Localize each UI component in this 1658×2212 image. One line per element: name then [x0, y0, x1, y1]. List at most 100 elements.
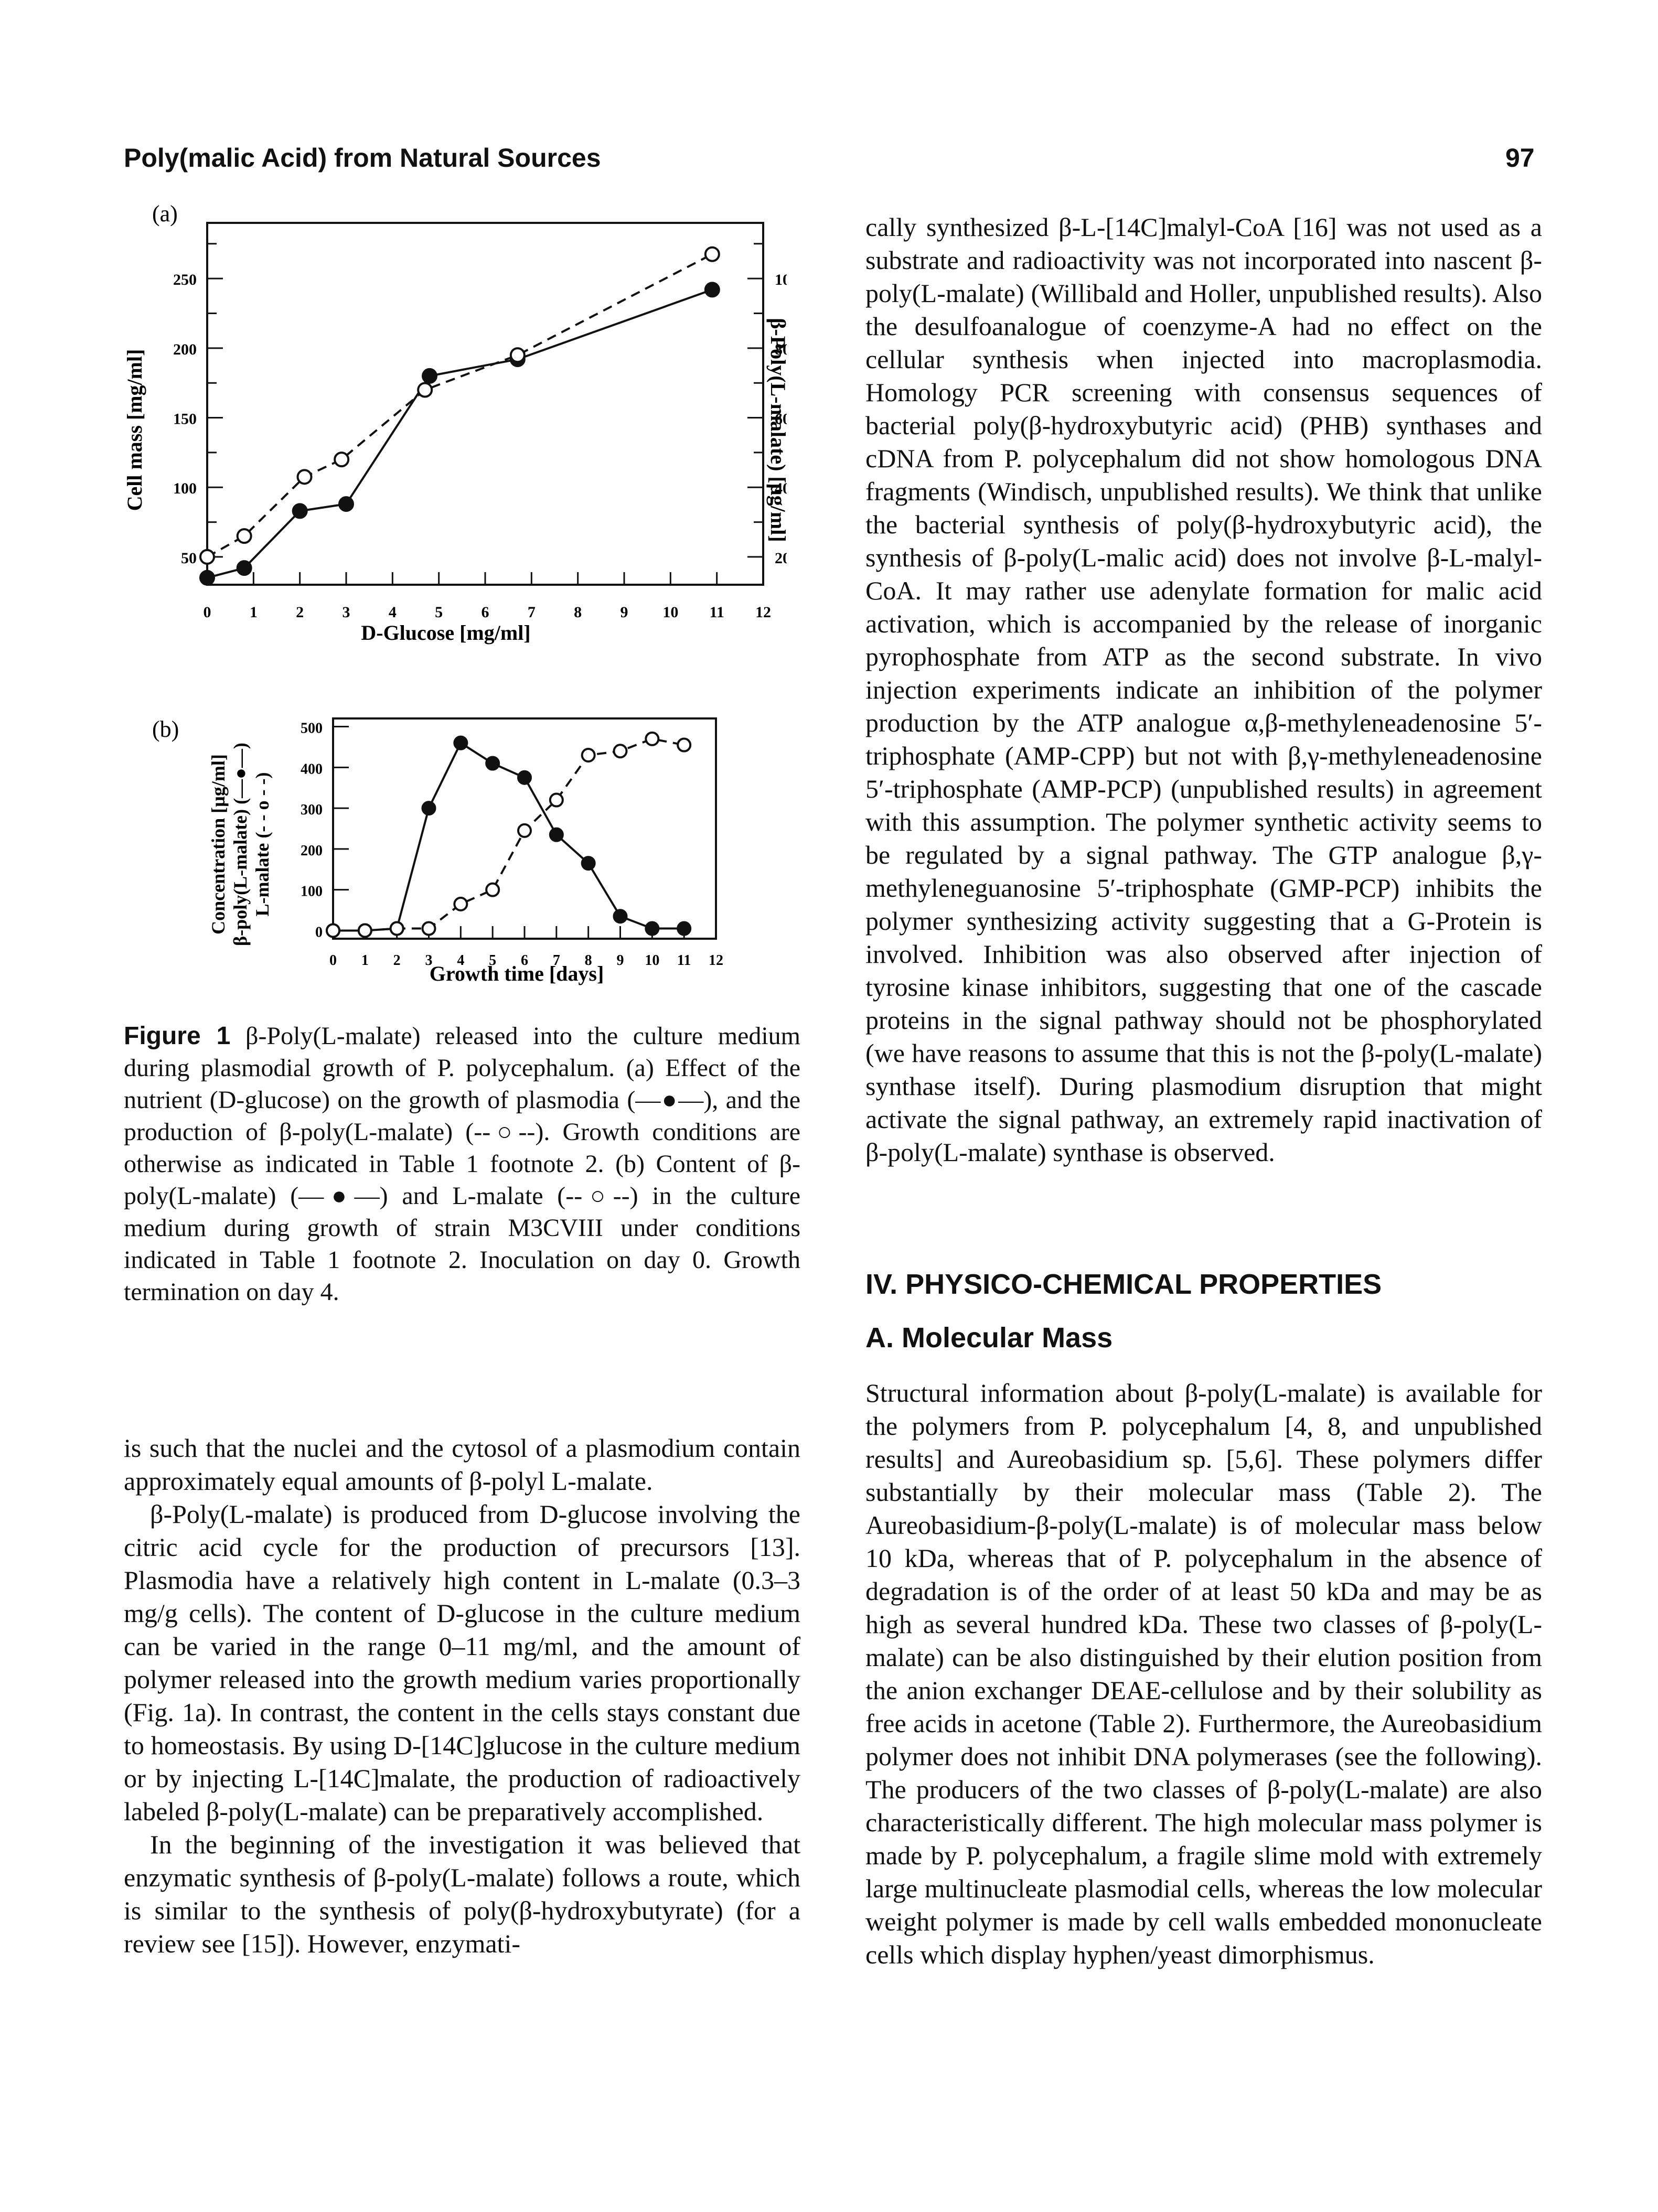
x-tick-label: 10 [645, 952, 659, 969]
plot-frame [206, 222, 764, 586]
filled-data-point [338, 496, 354, 512]
open-data-point [417, 382, 433, 398]
open-data-point [326, 923, 340, 938]
filled-data-point [199, 570, 215, 586]
panel-a-label: (a) [152, 201, 178, 227]
running-title: Poly(malic Acid) from Natural Sources [124, 143, 601, 173]
filled-data-point [613, 909, 628, 924]
filled-data-point [677, 921, 692, 936]
y-tick-label: 500 [301, 721, 323, 737]
y-tick-label: 0 [315, 924, 323, 940]
filled-data-point [485, 756, 500, 771]
x-tick-label: 5 [489, 952, 496, 969]
series-line [333, 741, 684, 932]
y-tick-label: 250 [173, 271, 197, 288]
y-tick-label: 100 [301, 884, 323, 900]
open-data-point [549, 792, 564, 808]
x-tick-label: 7 [528, 604, 536, 621]
chart-a-xlabel: D-Glucose [mg/ml] [361, 621, 530, 645]
y2-tick-label: 20 [775, 550, 787, 567]
filled-data-point [581, 856, 596, 871]
x-tick-label: 8 [574, 604, 582, 621]
y-tick-label: 100 [173, 480, 197, 497]
x-tick-label: 12 [709, 952, 723, 969]
series-line [207, 288, 713, 579]
open-data-point [236, 528, 252, 544]
caption-text: β-Poly(L-malate) released into the cultu… [124, 1022, 801, 1306]
y2-tick-label: 40 [775, 480, 787, 497]
section-text: Structural information about β-poly(L-ma… [865, 1377, 1542, 1971]
chart-b-ylabel: Concentration [µg/ml] [208, 754, 229, 935]
x-tick-label: 6 [521, 952, 528, 969]
filled-data-point [422, 368, 437, 384]
y-tick-label: 400 [301, 761, 323, 777]
open-data-point [421, 921, 436, 936]
open-data-point [581, 748, 596, 763]
x-tick-label: 3 [343, 604, 350, 621]
series-line [207, 253, 713, 558]
paragraph: Structural information about β-poly(L-ma… [865, 1378, 1542, 1969]
paragraph: is such that the nuclei and the cytosol … [124, 1433, 800, 1496]
paragraph: β-Poly(L-malate) is produced from D-gluc… [124, 1499, 800, 1826]
open-data-point [613, 744, 628, 759]
y-tick-label: 50 [181, 550, 197, 567]
x-tick-label: 11 [677, 952, 691, 969]
open-data-point [389, 921, 404, 936]
x-tick-label: 1 [250, 604, 258, 621]
x-tick-label: 9 [621, 604, 628, 621]
y-tick-label: 200 [173, 341, 197, 358]
filled-data-point [645, 921, 660, 936]
y2-tick-label: 60 [775, 411, 787, 428]
x-tick-label: 1 [361, 952, 369, 969]
filled-data-point [292, 503, 308, 519]
y-tick-label: 300 [301, 802, 323, 818]
x-tick-label: 5 [435, 604, 443, 621]
chart-b-ylabel3: L-malate (- - o - -) [252, 772, 273, 917]
caption-label: Figure 1 [124, 1022, 231, 1050]
x-tick-label: 8 [585, 952, 592, 969]
figure-caption: Figure 1 β-Poly(L-malate) released into … [124, 1020, 800, 1308]
chart-b-xlabel: Growth time [days] [430, 962, 604, 985]
open-data-point [704, 246, 720, 262]
filled-data-point [704, 282, 720, 298]
x-tick-label: 4 [389, 604, 397, 621]
x-tick-label: 6 [482, 604, 489, 621]
x-tick-label: 11 [709, 604, 724, 621]
paragraph: cally synthesized β-L-[14C]malyl-CoA [16… [865, 212, 1542, 1167]
section-heading: IV. PHYSICO-CHEMICAL PROPERTIES [865, 1269, 1382, 1300]
filled-data-point [236, 560, 252, 576]
x-tick-label: 7 [553, 952, 560, 969]
filled-data-point [453, 735, 468, 750]
left-column-text: is such that the nuclei and the cytosol … [124, 1432, 800, 1960]
series-line [333, 737, 684, 932]
open-data-point [509, 347, 526, 363]
subsection-heading: A. Molecular Mass [865, 1322, 1113, 1354]
filled-data-point [549, 827, 564, 842]
open-data-point [199, 549, 215, 565]
open-data-point [517, 823, 532, 838]
x-tick-label: 3 [425, 952, 433, 969]
open-data-point [453, 896, 468, 911]
y-tick-label: 200 [301, 843, 323, 859]
filled-data-point [421, 801, 436, 816]
x-tick-label: 10 [662, 604, 678, 621]
open-data-point [357, 923, 372, 938]
open-data-point [334, 452, 350, 468]
chart-a-y2label: β-Poly(L-malate) [µg/ml] [766, 318, 787, 542]
paragraph: In the beginning of the investigation it… [124, 1830, 800, 1958]
x-tick-label: 0 [204, 604, 211, 621]
open-data-point [296, 469, 313, 485]
y2-tick-label: 100 [775, 271, 787, 288]
right-column-text: cally synthesized β-L-[14C]malyl-CoA [16… [865, 211, 1542, 1169]
y-tick-label: 150 [173, 411, 197, 428]
chart-a-ylabel: Cell mass [mg/ml] [123, 349, 146, 511]
page-number: 97 [1505, 143, 1535, 173]
open-data-point [645, 731, 660, 746]
x-tick-label: 4 [457, 952, 464, 969]
x-tick-label: 12 [755, 604, 771, 621]
open-data-point [677, 737, 692, 753]
x-tick-label: 0 [329, 952, 337, 969]
open-data-point [485, 882, 500, 897]
